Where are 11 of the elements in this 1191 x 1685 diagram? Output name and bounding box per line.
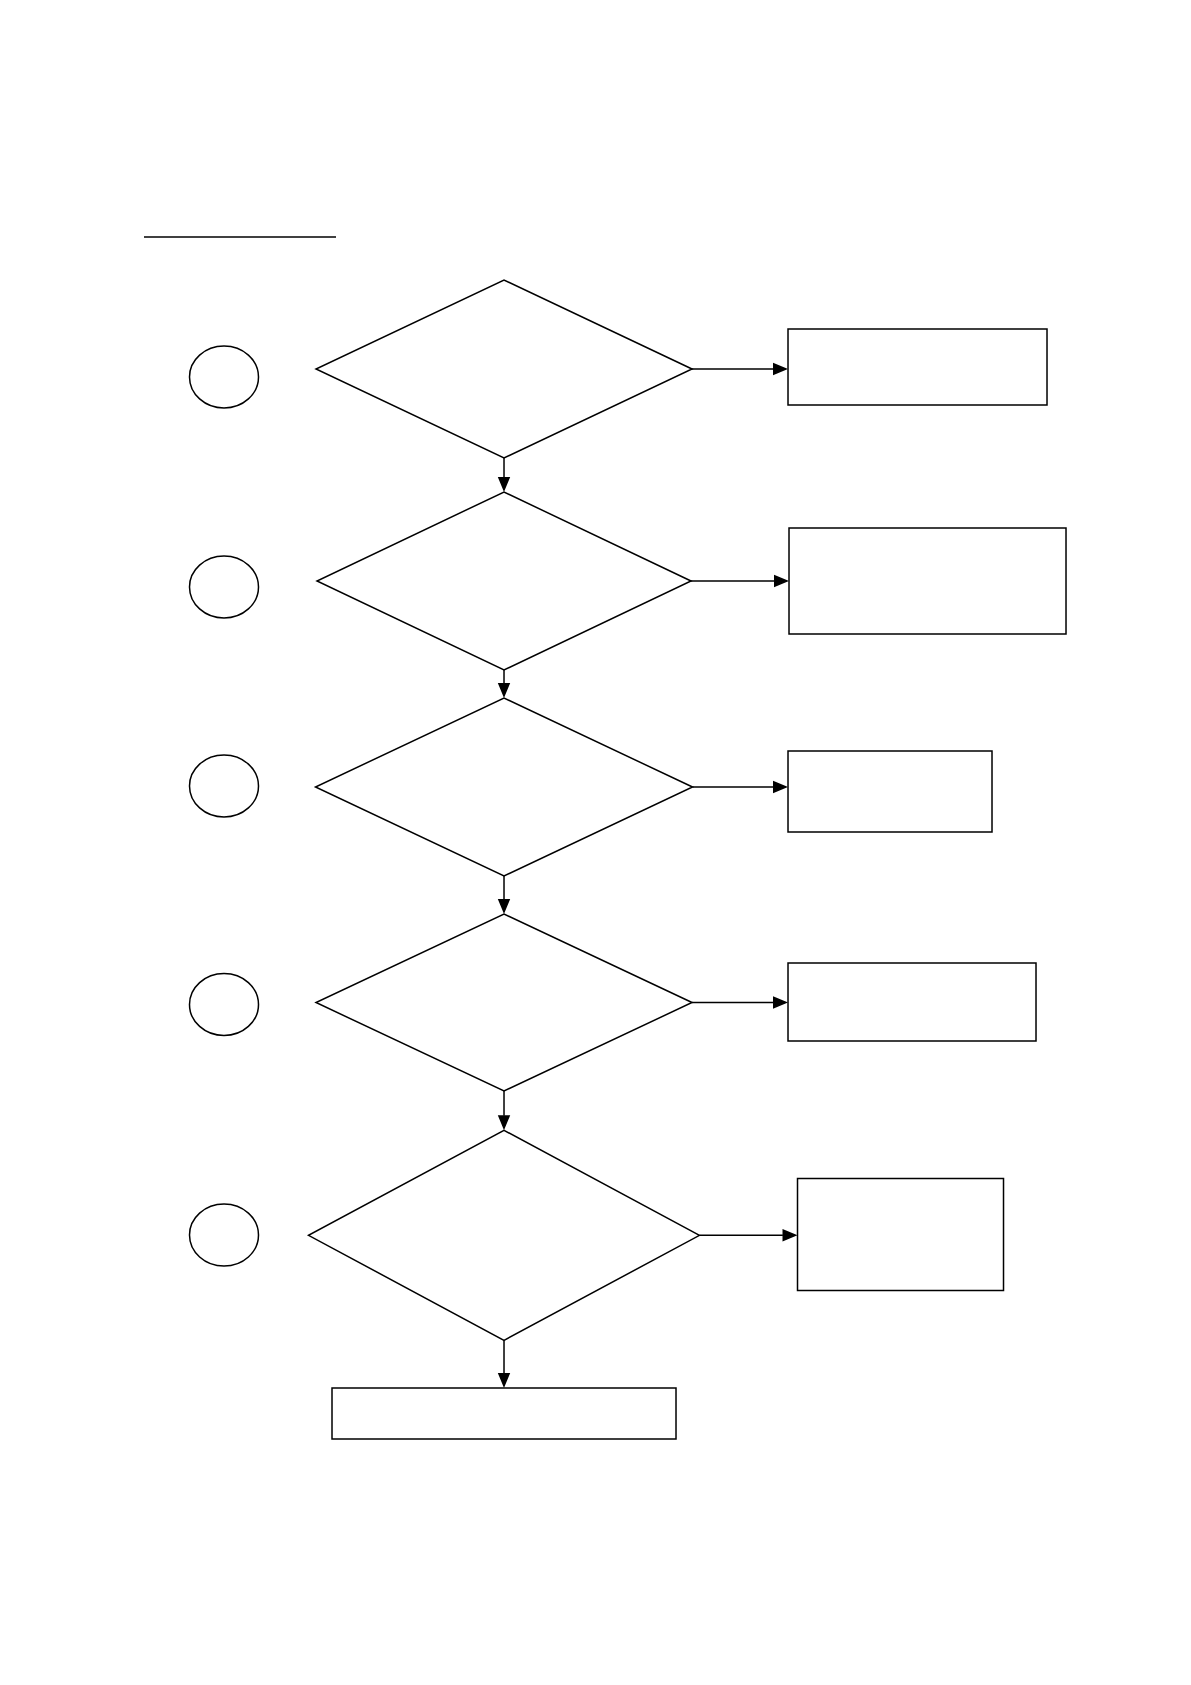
step-circle [188, 345, 260, 409]
process-box [796, 1177, 1005, 1292]
process-box [788, 527, 1067, 635]
process-box [787, 962, 1037, 1042]
process-box [787, 328, 1048, 406]
step-circle [188, 972, 260, 1037]
step-circle [188, 754, 260, 818]
process-box [787, 750, 993, 833]
step-circle [188, 555, 260, 619]
process-box [331, 1387, 677, 1440]
step-circle [188, 1203, 260, 1267]
